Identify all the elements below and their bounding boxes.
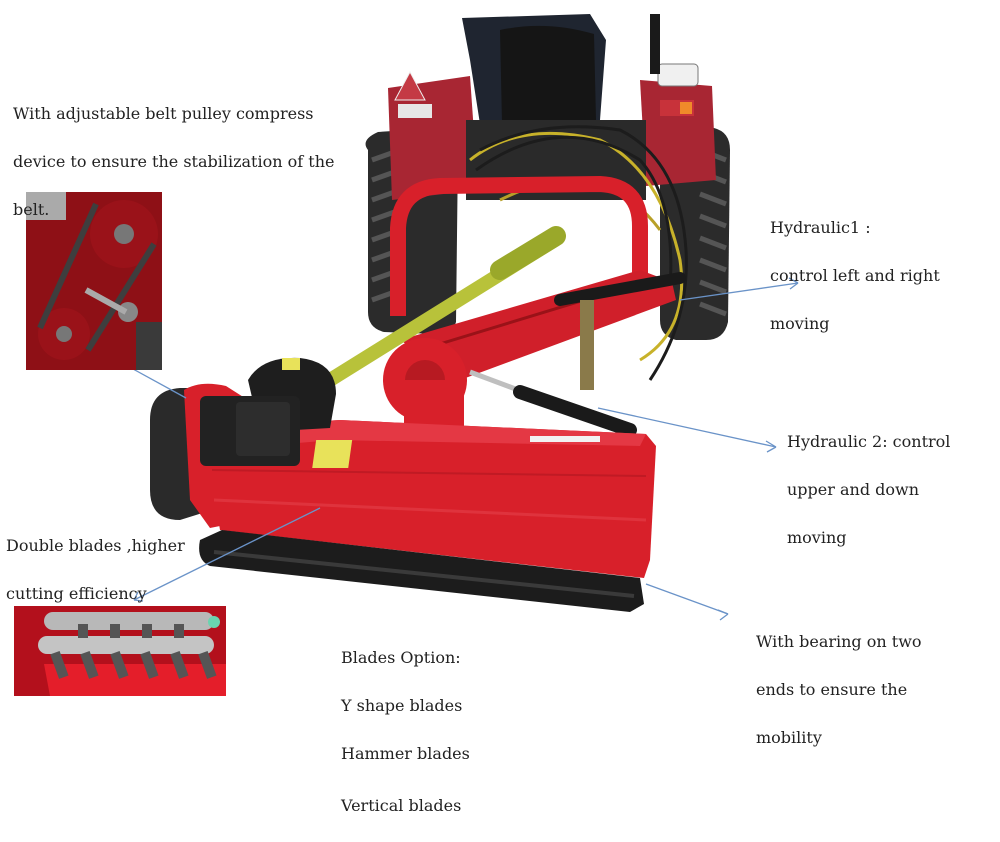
arrow-hydraulic2: [597, 407, 777, 448]
tractor: [365, 14, 730, 381]
annotation-line: control left and right: [770, 266, 940, 285]
hydraulic2-annotation: Hydraulic 2: control upper and down movi…: [787, 406, 950, 574]
annotation-line: device to ensure the stabilization of th…: [13, 152, 335, 171]
annotation-line: upper and down: [787, 480, 920, 499]
annotation-line: cutting efficiency: [6, 584, 147, 603]
flail-mower-body: [150, 357, 656, 612]
annotation-line: mobility: [756, 728, 822, 747]
arrow-hydraulic1: [679, 282, 799, 301]
belt-pulley-annotation: With adjustable belt pulley compress dev…: [13, 78, 334, 246]
blade-option-item: Vertical blades: [341, 796, 462, 815]
annotation-line: Hydraulic 2: control: [787, 432, 951, 451]
arrow-bearing: [645, 583, 729, 615]
annotation-line: With adjustable belt pulley compress: [13, 104, 314, 123]
annotation-line: With bearing on two: [756, 632, 922, 651]
blade-option-item: Y shape blades: [341, 696, 463, 715]
annotation-line: belt.: [13, 200, 50, 219]
annotation-line: Hydraulic1 :: [770, 218, 871, 237]
annotation-line: ends to ensure the: [756, 680, 908, 699]
double-blades-inset: [14, 606, 226, 696]
arrow-double-blades: [133, 507, 321, 601]
hydraulic1-annotation: Hydraulic1 : control left and right movi…: [770, 192, 940, 360]
double-blades-annotation: Double blades ,higher cutting efficiency: [6, 510, 185, 630]
leader-arrows: [101, 277, 799, 621]
blade-option-item: Hammer blades: [341, 744, 470, 763]
blades-option-title: Blades Option:: [341, 648, 461, 667]
annotation-line: moving: [770, 314, 830, 333]
rotor-blades-icon: [14, 606, 226, 696]
main-product-photo: [101, 14, 799, 621]
mower-arm: [323, 226, 686, 440]
blades-option-annotation: Blades Option: Y shape blades Hammer bla…: [341, 622, 470, 842]
bearing-annotation: With bearing on two ends to ensure the m…: [756, 606, 922, 774]
belt-pulley-icon: [26, 192, 162, 370]
annotation-line: moving: [787, 528, 847, 547]
annotation-line: Double blades ,higher: [6, 536, 185, 555]
belt-pulley-inset: [26, 192, 162, 370]
